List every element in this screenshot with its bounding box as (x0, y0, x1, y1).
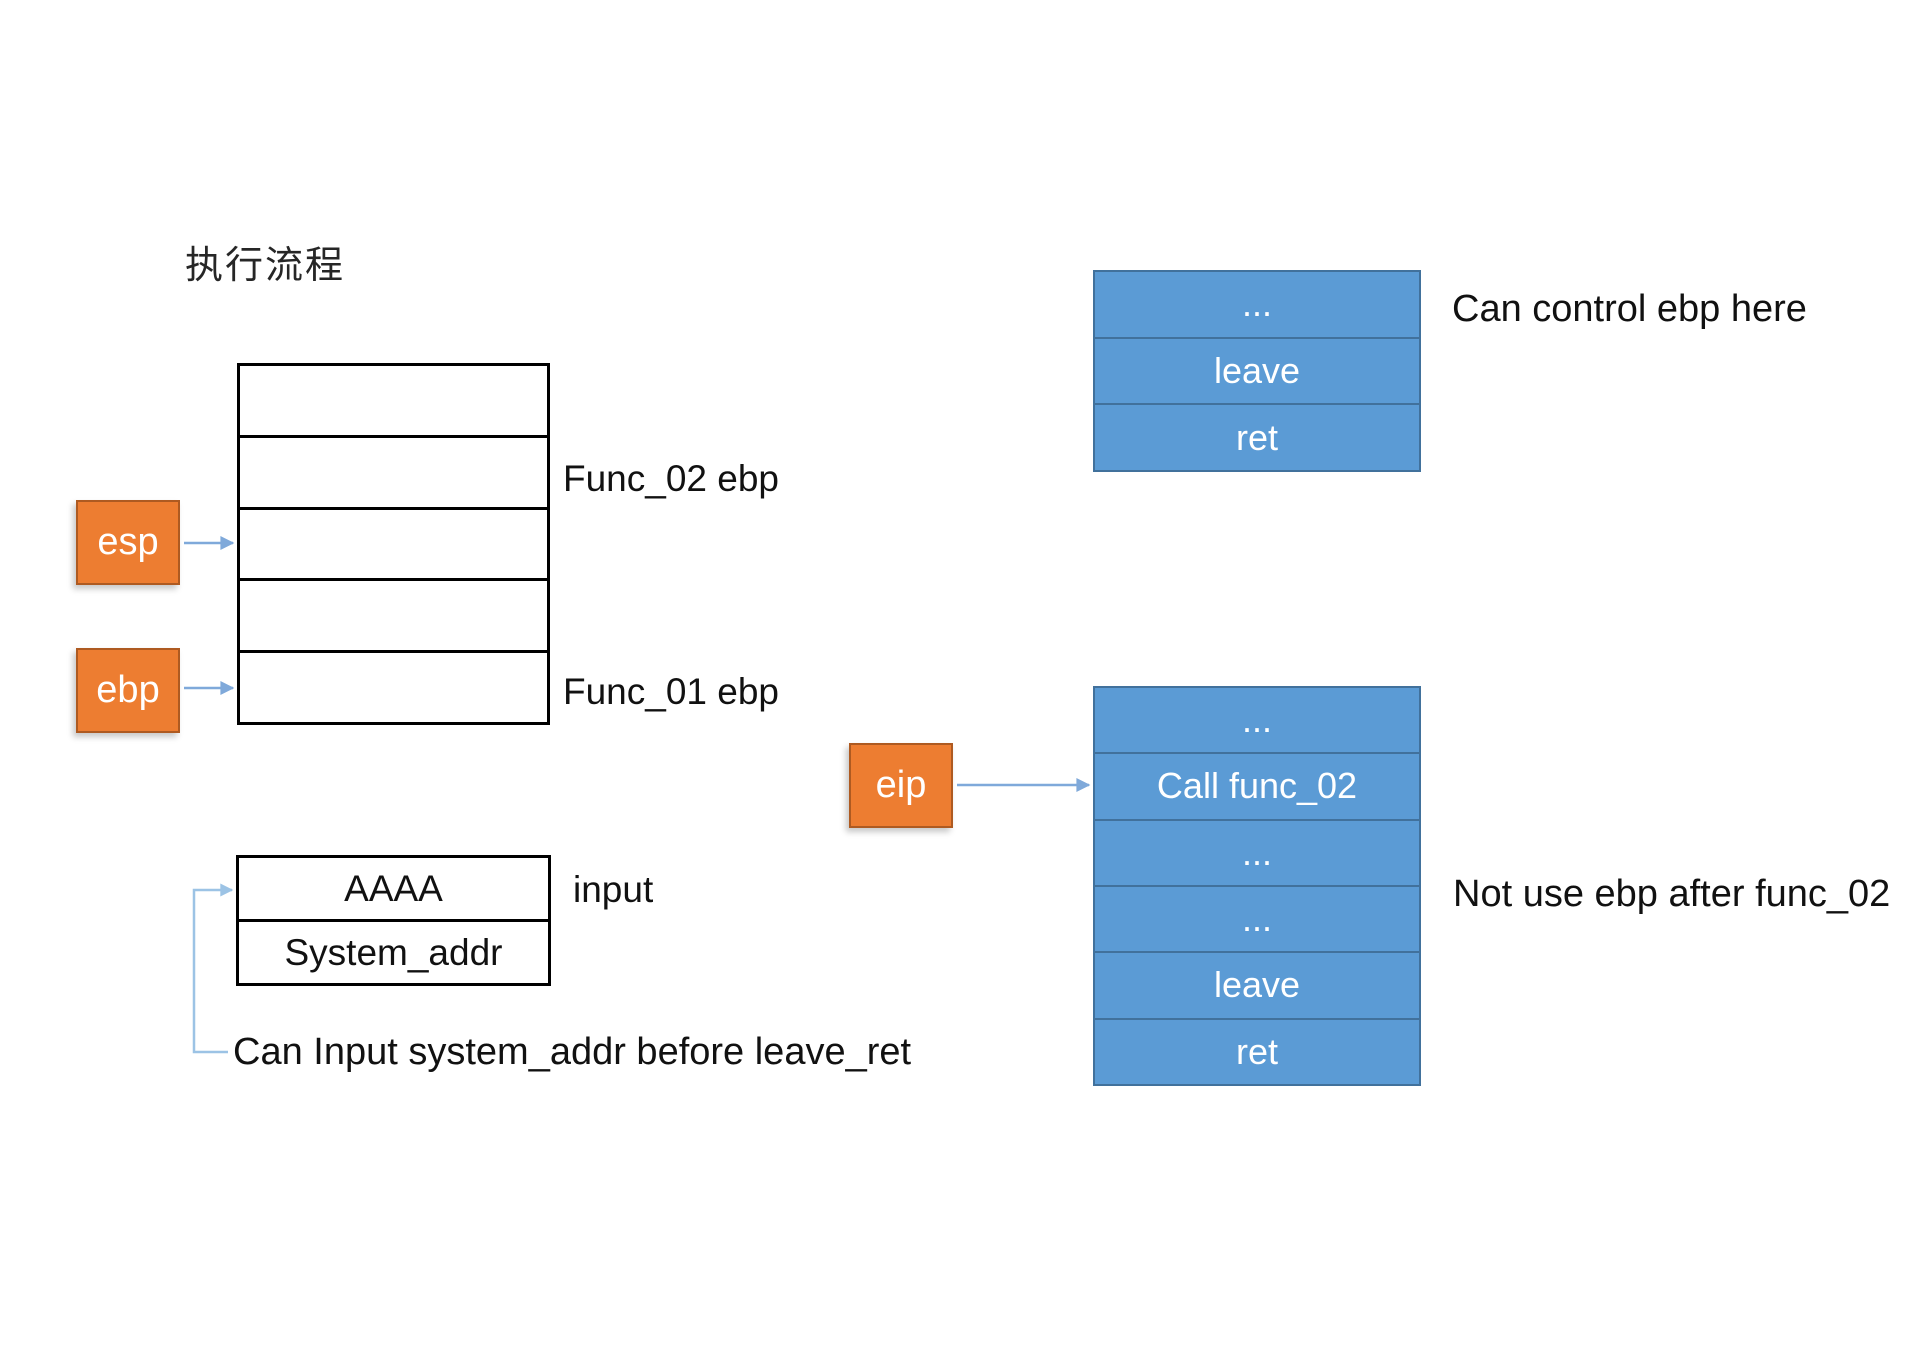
gadget-bottom-cell-2: Call func_02 (1095, 754, 1419, 821)
esp-register-label: esp (97, 521, 159, 563)
ebp-register-box: ebp (76, 648, 180, 733)
main-stack-cell-2 (240, 438, 547, 510)
esp-register-box: esp (76, 500, 180, 585)
input-stack: AAAA System_addr (236, 855, 551, 986)
gadget-bottom-cell-4: ... (1095, 887, 1419, 954)
input-label: input (573, 869, 654, 910)
gadget-top-cell-2: leave (1095, 339, 1419, 406)
gadget-stack-bottom: ... Call func_02 ... ... leave ret (1093, 686, 1421, 1086)
main-stack-cell-3 (240, 510, 547, 582)
gadget-bottom-cell-5: leave (1095, 953, 1419, 1020)
main-stack-cell-4 (240, 581, 547, 654)
input-cell-system-addr: System_addr (284, 931, 503, 973)
gadget-stack-top: ... leave ret (1093, 270, 1421, 472)
gadget-bottom-cell-3: ... (1095, 821, 1419, 887)
label-func01-ebp: Func_01 ebp (563, 671, 780, 712)
main-stack-cell-5 (240, 653, 547, 722)
gadget-top-cell-1: ... (1095, 272, 1419, 339)
label-func02-ebp: Func_02 ebp (563, 458, 780, 499)
gadget-top-cell-3: ret (1235, 416, 1278, 458)
main-stack-cell-1 (240, 366, 547, 438)
ebp-register-label: ebp (96, 669, 160, 711)
page-title: 执行流程 (185, 245, 346, 287)
gadget-bottom-note: Not use ebp after func_02 (1453, 873, 1891, 915)
eip-register-label: eip (875, 764, 927, 806)
eip-register-box: eip (849, 743, 953, 828)
gadget-bottom-cell-6: ret (1235, 1030, 1278, 1072)
gadget-top-note: Can control ebp here (1452, 288, 1807, 330)
input-note: Can Input system_addr before leave_ret (233, 1031, 912, 1073)
input-cell-aaaa: AAAA (239, 858, 548, 922)
input-elbow-connector (192, 883, 234, 1054)
main-stack (237, 363, 550, 725)
gadget-bottom-cell-1: ... (1095, 688, 1419, 755)
